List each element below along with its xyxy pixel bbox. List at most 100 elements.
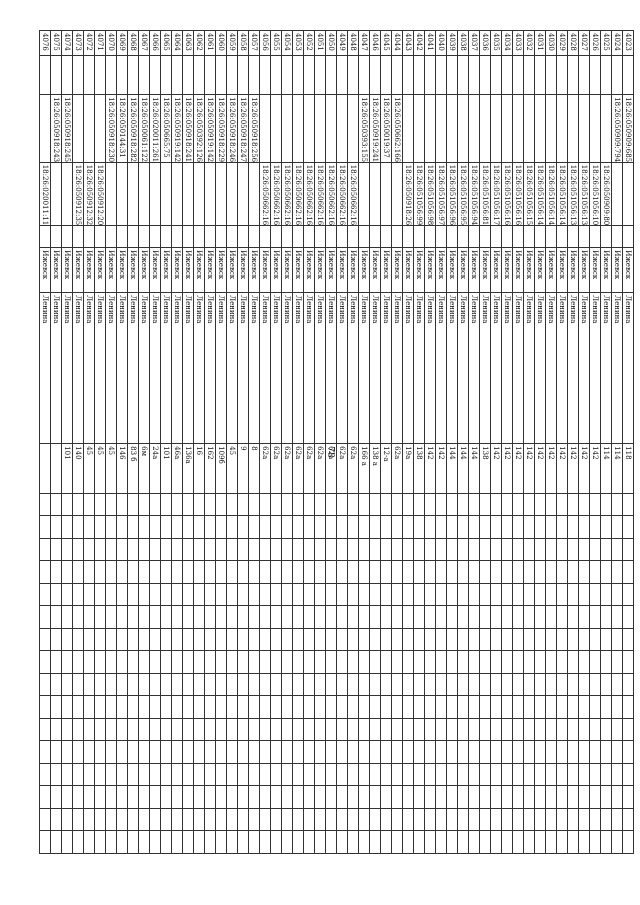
house-cell: 62а bbox=[391, 443, 403, 494]
empty-cell bbox=[281, 605, 293, 629]
house-cell: 142 bbox=[534, 443, 546, 494]
empty-cell bbox=[611, 628, 623, 651]
empty-cell bbox=[589, 673, 601, 696]
empty-cell bbox=[501, 785, 513, 809]
cadastral-number-cell bbox=[501, 94, 513, 163]
empty-cell bbox=[50, 628, 62, 651]
street-cell: Ленина bbox=[138, 292, 150, 444]
cadastral-cell bbox=[358, 55, 370, 95]
cadastral-cell bbox=[611, 55, 623, 95]
empty-cell bbox=[534, 785, 546, 809]
empty-cell bbox=[237, 650, 249, 674]
empty-cell bbox=[369, 695, 381, 719]
empty-cell bbox=[226, 538, 238, 561]
empty-cell bbox=[479, 718, 491, 741]
row-number-cell: 4075 bbox=[50, 30, 62, 56]
empty-cell bbox=[72, 740, 84, 764]
empty-cell bbox=[138, 583, 150, 606]
row-number-cell: 4056 bbox=[259, 30, 271, 56]
empty-cell bbox=[127, 538, 139, 561]
empty-cell bbox=[468, 560, 480, 584]
empty-cell bbox=[369, 605, 381, 629]
empty-cell bbox=[193, 763, 205, 786]
house-cell: 142 bbox=[567, 443, 579, 494]
empty-cell bbox=[512, 583, 524, 606]
empty-cell bbox=[182, 515, 194, 539]
street-cell: Ленина bbox=[149, 292, 161, 444]
empty-cell bbox=[72, 538, 84, 561]
empty-cell bbox=[512, 763, 524, 786]
empty-cell bbox=[50, 673, 62, 696]
street-cell: Ленина bbox=[182, 292, 194, 444]
empty-cell bbox=[94, 763, 106, 786]
street-cell: Ленина bbox=[369, 292, 381, 444]
empty-cell bbox=[149, 515, 161, 539]
empty-cell bbox=[237, 830, 249, 854]
empty-cell bbox=[578, 785, 590, 809]
empty-cell bbox=[314, 650, 326, 674]
empty-cell bbox=[501, 695, 513, 719]
empty-cell bbox=[215, 740, 227, 764]
empty-cell bbox=[61, 830, 73, 854]
empty-cell bbox=[226, 808, 238, 831]
city-cell: Ижевск bbox=[402, 247, 414, 293]
empty-cell bbox=[567, 560, 579, 584]
empty-cell bbox=[435, 763, 447, 786]
empty-cell bbox=[336, 493, 348, 516]
empty-cell bbox=[435, 605, 447, 629]
empty-cell bbox=[435, 583, 447, 606]
empty-cell bbox=[347, 830, 359, 854]
empty-cell bbox=[424, 650, 436, 674]
city-cell: Ижевск bbox=[105, 247, 117, 293]
empty-cell bbox=[336, 673, 348, 696]
empty-cell bbox=[105, 808, 117, 831]
empty-cell bbox=[391, 718, 403, 741]
cadastral-number-cell: 18:26:050912:205 bbox=[94, 162, 106, 226]
empty-cell bbox=[523, 225, 535, 248]
empty-cell bbox=[534, 650, 546, 674]
cadastral-cell bbox=[226, 55, 238, 95]
empty-cell bbox=[39, 650, 51, 674]
street-cell: Ленина bbox=[61, 292, 73, 444]
empty-cell bbox=[72, 515, 84, 539]
empty-cell bbox=[424, 515, 436, 539]
cadastral-cell bbox=[50, 55, 62, 95]
house-cell: 62а bbox=[270, 443, 282, 494]
empty-cell bbox=[501, 515, 513, 539]
cadastral-number-cell bbox=[556, 94, 568, 163]
street-cell: Ленина bbox=[314, 292, 326, 444]
empty-cell bbox=[215, 515, 227, 539]
empty-cell bbox=[545, 538, 557, 561]
row-number-cell: 4039 bbox=[446, 30, 458, 56]
empty-cell bbox=[402, 763, 414, 786]
city-cell: Ижевск bbox=[435, 247, 447, 293]
house-cell: 19а bbox=[402, 443, 414, 494]
empty-cell bbox=[182, 830, 194, 854]
empty-cell bbox=[160, 673, 172, 696]
empty-cell bbox=[281, 695, 293, 719]
empty-cell bbox=[193, 718, 205, 741]
city-cell: Ижевск bbox=[182, 247, 194, 293]
street-cell: Ленина bbox=[193, 292, 205, 444]
empty-cell bbox=[358, 515, 370, 539]
empty-cell bbox=[259, 808, 271, 831]
empty-cell bbox=[479, 785, 491, 809]
empty-cell bbox=[127, 493, 139, 516]
row-number-cell: 4025 bbox=[600, 30, 612, 56]
cadastral-number-cell bbox=[391, 162, 403, 226]
street-cell: Ленина bbox=[501, 292, 513, 444]
empty-cell bbox=[567, 808, 579, 831]
empty-cell bbox=[281, 515, 293, 539]
cadastral-number-cell: 18:26:051056:96 bbox=[446, 162, 458, 226]
empty-cell bbox=[259, 225, 271, 248]
empty-cell bbox=[523, 830, 535, 854]
row-number-cell: 4049 bbox=[336, 30, 348, 56]
empty-cell bbox=[160, 718, 172, 741]
empty-cell bbox=[358, 560, 370, 584]
